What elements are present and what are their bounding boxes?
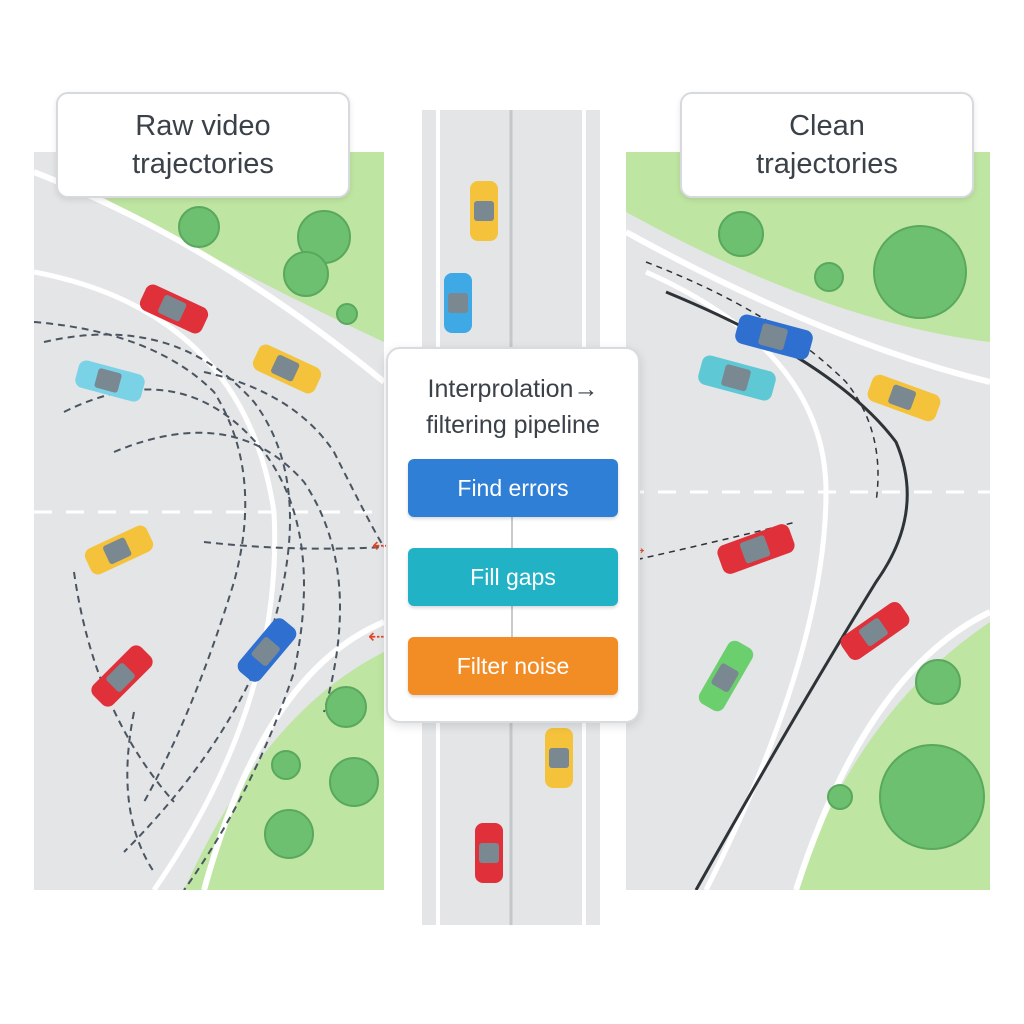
center-cars bbox=[444, 181, 573, 883]
raw-cars bbox=[75, 284, 322, 707]
tree-icon bbox=[915, 659, 961, 705]
tree-icon bbox=[283, 251, 329, 297]
tree-icon bbox=[873, 225, 967, 319]
tree-icon bbox=[879, 744, 985, 850]
clean-trajectories-label: Clean trajectories bbox=[680, 92, 974, 198]
clean-cars bbox=[698, 314, 941, 712]
raw-trajectories-label: Raw video trajectories bbox=[56, 92, 350, 198]
tree-icon bbox=[336, 303, 358, 325]
find-errors-step: Find errors bbox=[408, 459, 618, 517]
tree-icon bbox=[264, 809, 314, 859]
fill-gaps-step: Fill gaps bbox=[408, 548, 618, 606]
pipeline-connector bbox=[511, 517, 513, 551]
tree-icon bbox=[325, 686, 367, 728]
arrow-left-icon: ⇠ bbox=[368, 626, 385, 648]
clean-trajectories-panel bbox=[626, 152, 990, 890]
pipeline-connector bbox=[511, 605, 513, 639]
arrow-left-icon: ⇠ bbox=[372, 535, 389, 557]
tree-icon bbox=[178, 206, 220, 248]
raw-trajectories-panel bbox=[34, 152, 384, 890]
tree-icon bbox=[814, 262, 844, 292]
tree-icon bbox=[827, 784, 853, 810]
tree-icon bbox=[329, 757, 379, 807]
pipeline-title: Interprolation→ filtering pipeline bbox=[426, 375, 600, 439]
filter-noise-step: Filter noise bbox=[408, 637, 618, 695]
tree-icon bbox=[718, 211, 764, 257]
tree-icon bbox=[271, 750, 301, 780]
pipeline-card: Interprolation→ filtering pipeline Find … bbox=[386, 347, 640, 723]
